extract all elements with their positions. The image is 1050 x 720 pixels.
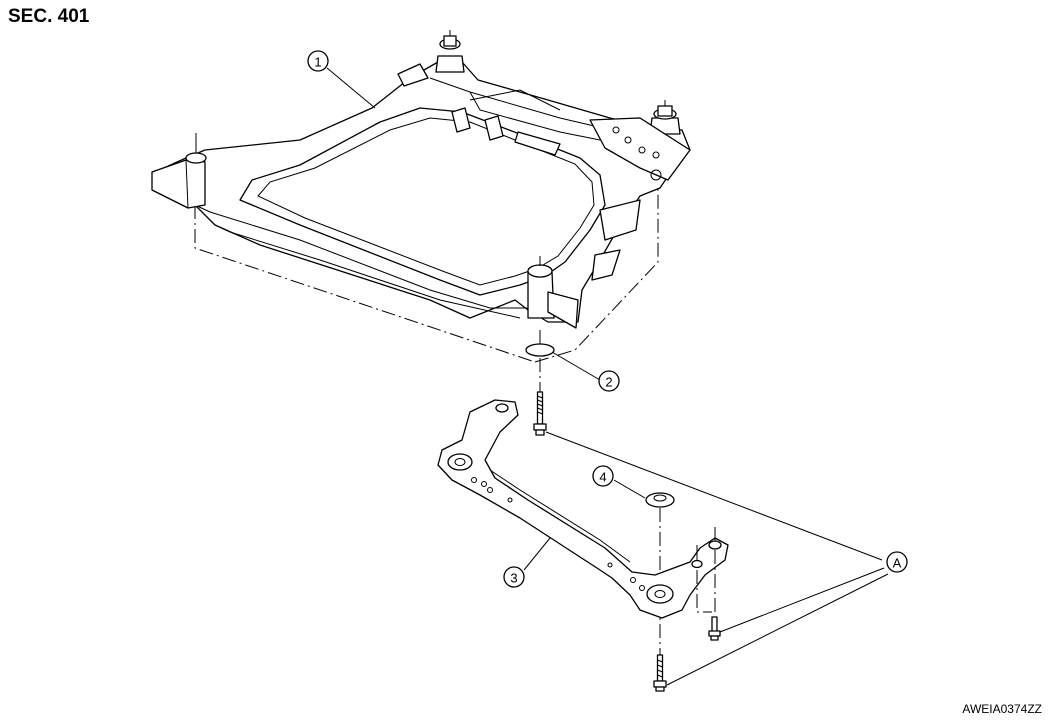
front-left-mount [151, 133, 207, 209]
side-bracket-lower [591, 249, 621, 281]
bracket-block-left [451, 107, 471, 133]
callout-3: 3 [503, 566, 525, 588]
spacer [525, 343, 555, 357]
side-bracket-upper [599, 199, 641, 241]
member-stiffener [437, 399, 729, 619]
callout-2: 2 [598, 370, 620, 392]
rear-right-mount [589, 100, 691, 181]
stiffener-bolt-rear [708, 616, 721, 641]
callout-1: 1 [307, 50, 329, 72]
mounting-bolt-front [533, 358, 547, 436]
bracket-block-right [484, 115, 504, 141]
collar [645, 492, 675, 580]
member-slot [514, 131, 561, 156]
callout-A-label: A [893, 556, 902, 571]
section-reference: SEC. 401 [8, 6, 90, 27]
callout-4-label: 4 [599, 470, 606, 485]
rear-left-mount [397, 30, 465, 87]
callout-1-label: 1 [314, 55, 321, 70]
callout-3-label: 3 [510, 571, 517, 586]
suspension-member [151, 30, 691, 363]
figure-code: AWEIA0374ZZ [962, 702, 1042, 716]
callout-A: A [886, 551, 908, 573]
leader-lines [326, 67, 889, 686]
callout-2-label: 2 [605, 375, 612, 390]
callout-4: 4 [592, 465, 614, 487]
front-right-mount [527, 256, 579, 329]
